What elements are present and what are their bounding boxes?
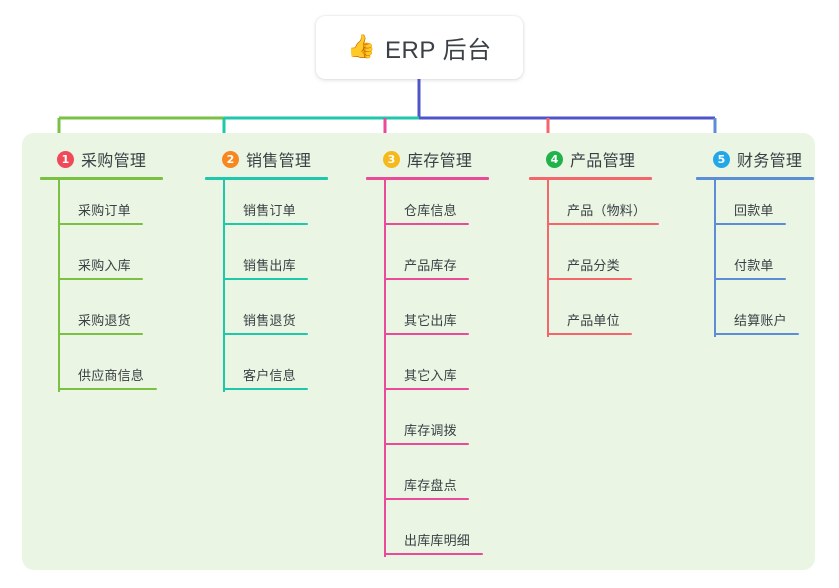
- branch-underline-5: [696, 177, 814, 180]
- root-node-card[interactable]: 👍 ERP 后台: [316, 16, 523, 79]
- branch-spine-3: [384, 177, 386, 557]
- leaf-item[interactable]: 产品分类: [547, 240, 632, 280]
- branch-column-3: 3 库存管理仓库信息产品库存其它出库其它入库库存调拨库存盘点出库库明细: [366, 133, 516, 557]
- leaf-item-label: 其它出库: [404, 313, 457, 328]
- leaf-item-underline: [384, 443, 469, 445]
- leaf-item-underline: [223, 333, 308, 335]
- leaf-item[interactable]: 采购订单: [58, 185, 143, 225]
- leaf-item-label: 结算账户: [734, 313, 787, 328]
- leaf-item-underline: [547, 223, 659, 225]
- leaf-item-label: 采购订单: [78, 203, 131, 218]
- branch-spine-2: [223, 177, 225, 392]
- branch-title-4: 产品管理: [570, 153, 636, 170]
- branch-spine-5: [714, 177, 716, 337]
- root-node-title: ERP 后台: [385, 37, 492, 64]
- leaf-item-label: 库存调拨: [404, 423, 457, 438]
- branch-title-3: 库存管理: [407, 153, 473, 170]
- leaf-item-underline: [58, 388, 157, 390]
- branch-spine-4: [547, 177, 549, 337]
- branch-column-5: 5 财务管理回款单付款单结算账户: [696, 133, 839, 337]
- leaf-item-label: 库存盘点: [404, 478, 457, 493]
- leaf-item-label: 销售出库: [243, 258, 296, 273]
- leaf-item-underline: [384, 553, 483, 555]
- leaf-item-underline: [223, 223, 308, 225]
- leaf-item-underline: [384, 278, 469, 280]
- branch-header-4[interactable]: 4 产品管理: [529, 145, 689, 173]
- branch-badge-5: 5: [713, 150, 730, 168]
- branches-panel: [22, 133, 815, 570]
- leaf-item[interactable]: 产品单位: [547, 295, 632, 335]
- leaf-item-underline: [714, 333, 799, 335]
- leaf-item-underline: [714, 223, 786, 225]
- leaf-item-underline: [223, 388, 308, 390]
- leaf-item[interactable]: 结算账户: [714, 295, 799, 335]
- leaf-item-label: 其它入库: [404, 368, 457, 383]
- leaf-item-label: 销售订单: [243, 203, 296, 218]
- branch-spine-1: [58, 177, 60, 392]
- branch-title-2: 销售管理: [246, 153, 312, 170]
- leaf-item-underline: [714, 278, 786, 280]
- leaf-item-label: 采购入库: [78, 258, 131, 273]
- leaf-item-underline: [384, 388, 469, 390]
- leaf-item[interactable]: 回款单: [714, 185, 786, 225]
- branch-underline-3: [366, 177, 489, 180]
- leaf-item-underline: [384, 223, 469, 225]
- leaf-item-underline: [547, 278, 632, 280]
- branch-underline-1: [40, 177, 163, 180]
- leaf-item-label: 供应商信息: [78, 368, 145, 383]
- leaf-item-underline: [547, 333, 632, 335]
- leaf-item[interactable]: 其它入库: [384, 350, 469, 390]
- thumbs-up-icon: 👍: [347, 34, 377, 60]
- leaf-item[interactable]: 销售订单: [223, 185, 308, 225]
- branch-underline-2: [205, 177, 328, 180]
- branch-header-3[interactable]: 3 库存管理: [366, 145, 516, 173]
- branch-badge-3: 3: [383, 150, 400, 168]
- branch-badge-1: 1: [57, 150, 74, 168]
- leaf-item[interactable]: 客户信息: [223, 350, 308, 390]
- leaf-item[interactable]: 仓库信息: [384, 185, 469, 225]
- leaf-item-label: 销售退货: [243, 313, 296, 328]
- leaf-item-underline: [384, 498, 469, 500]
- leaf-item[interactable]: 库存盘点: [384, 460, 469, 500]
- leaf-item-underline: [58, 333, 143, 335]
- leaf-item[interactable]: 采购入库: [58, 240, 143, 280]
- branch-header-1[interactable]: 1 采购管理: [40, 145, 190, 173]
- leaf-item[interactable]: 出库库明细: [384, 515, 483, 555]
- branch-underline-4: [529, 177, 652, 180]
- leaf-item[interactable]: 其它出库: [384, 295, 469, 335]
- leaf-item[interactable]: 销售退货: [223, 295, 308, 335]
- branch-title-1: 采购管理: [81, 153, 147, 170]
- leaf-item-label: 付款单: [734, 258, 774, 273]
- branch-badge-4: 4: [546, 150, 563, 168]
- branch-header-5[interactable]: 5 财务管理: [696, 145, 839, 173]
- leaf-item-label: 出库库明细: [404, 533, 471, 548]
- leaf-item[interactable]: 供应商信息: [58, 350, 157, 390]
- branch-column-1: 1 采购管理采购订单采购入库采购退货供应商信息: [40, 133, 190, 392]
- leaf-item-label: 客户信息: [243, 368, 296, 383]
- leaf-item[interactable]: 产品库存: [384, 240, 469, 280]
- leaf-item-label: 产品（物料）: [567, 203, 647, 218]
- leaf-item[interactable]: 采购退货: [58, 295, 143, 335]
- leaf-item-label: 采购退货: [78, 313, 131, 328]
- leaf-item-underline: [58, 223, 143, 225]
- leaf-item[interactable]: 库存调拨: [384, 405, 469, 445]
- leaf-item-label: 产品分类: [567, 258, 620, 273]
- branch-column-4: 4 产品管理产品（物料） 产品分类产品单位: [529, 133, 689, 337]
- branch-title-5: 财务管理: [737, 153, 803, 170]
- leaf-item[interactable]: 销售出库: [223, 240, 308, 280]
- branch-badge-2: 2: [222, 150, 239, 168]
- leaf-item-underline: [58, 278, 143, 280]
- leaf-item-underline: [384, 333, 469, 335]
- branch-column-2: 2 销售管理销售订单销售出库销售退货客户信息: [205, 133, 355, 392]
- leaf-item-label: 产品单位: [567, 313, 620, 328]
- leaf-item[interactable]: 产品（物料）: [547, 185, 659, 225]
- leaf-item-label: 仓库信息: [404, 203, 457, 218]
- leaf-item-label: 回款单: [734, 203, 774, 218]
- leaf-item-label: 产品库存: [404, 258, 457, 273]
- branch-header-2[interactable]: 2 销售管理: [205, 145, 355, 173]
- leaf-item-underline: [223, 278, 308, 280]
- leaf-item[interactable]: 付款单: [714, 240, 786, 280]
